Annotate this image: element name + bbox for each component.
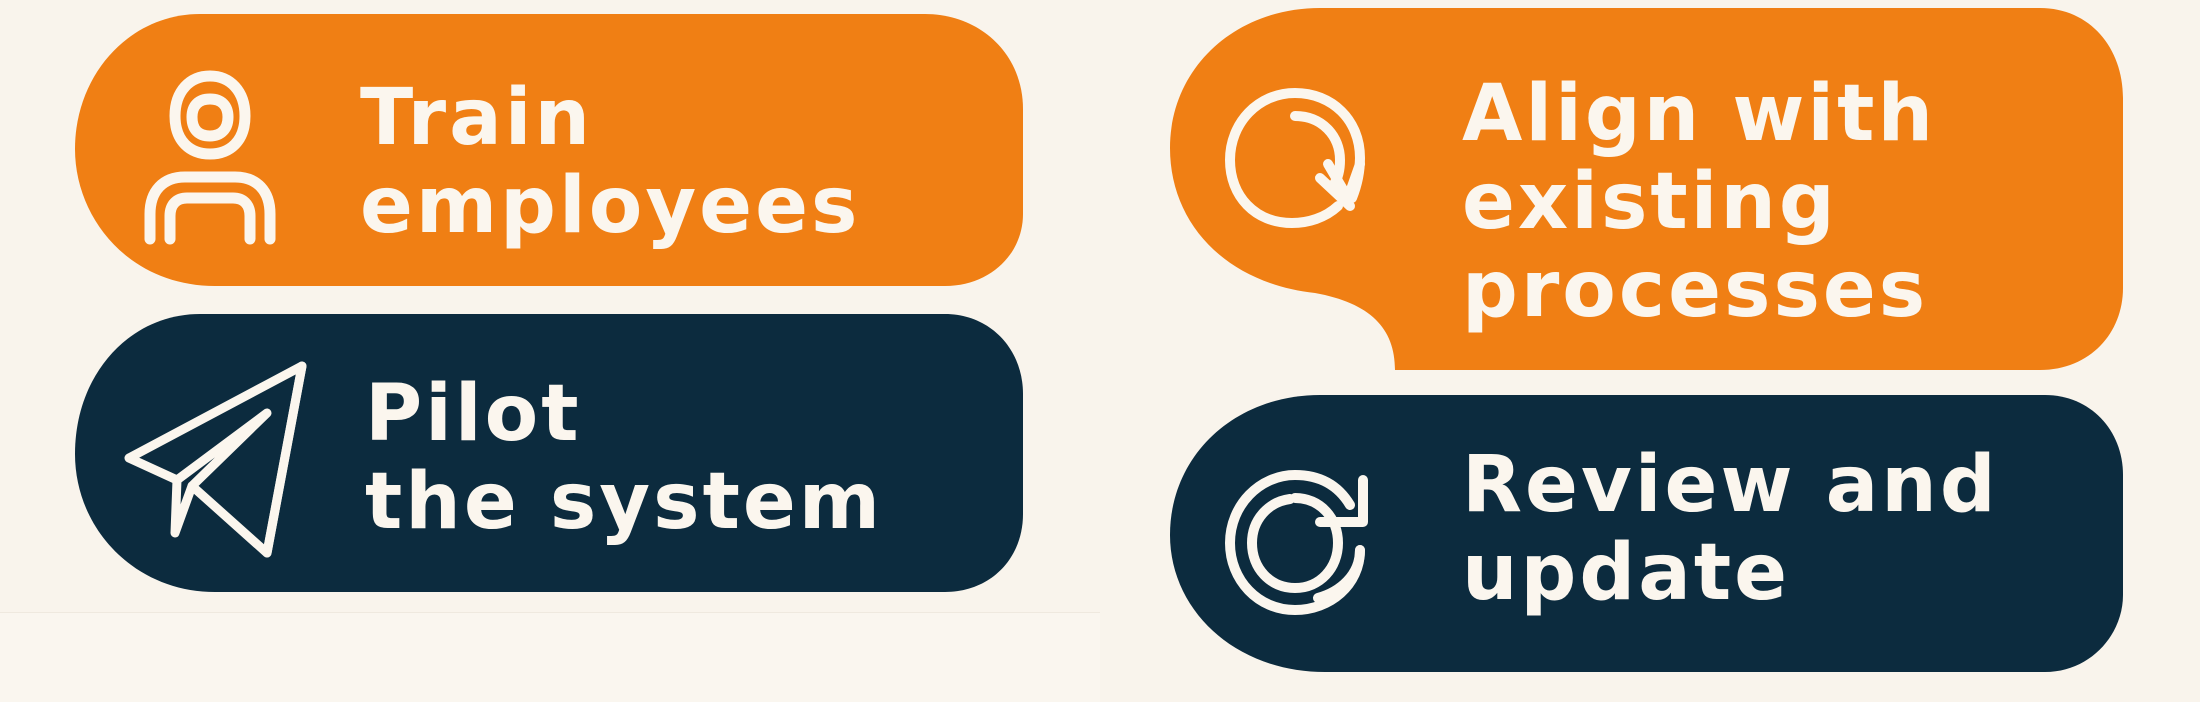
card-label: Pilot the system — [365, 369, 884, 547]
paper-plane-icon — [124, 361, 307, 558]
refresh-icon — [1225, 470, 1368, 615]
circular-arrow-icon — [1225, 88, 1365, 228]
card-background — [75, 14, 1023, 286]
user-icon — [144, 70, 276, 245]
card-pilot-the-system: Pilot the system — [75, 314, 1023, 592]
card-train-employees: Train employees — [75, 14, 1023, 286]
card-label: Train employees — [360, 73, 861, 251]
card-background — [1170, 395, 2123, 672]
card-background — [1170, 8, 2123, 370]
card-background — [75, 314, 1023, 592]
card-label: Align with existing processes — [1462, 69, 1936, 335]
bottom-blank-area — [0, 612, 1100, 702]
card-review-and-update: Review and update — [1170, 395, 2123, 672]
card-align-with-existing-processes: Align with existing processes — [1170, 8, 2123, 370]
card-label: Review and update — [1462, 440, 1999, 618]
